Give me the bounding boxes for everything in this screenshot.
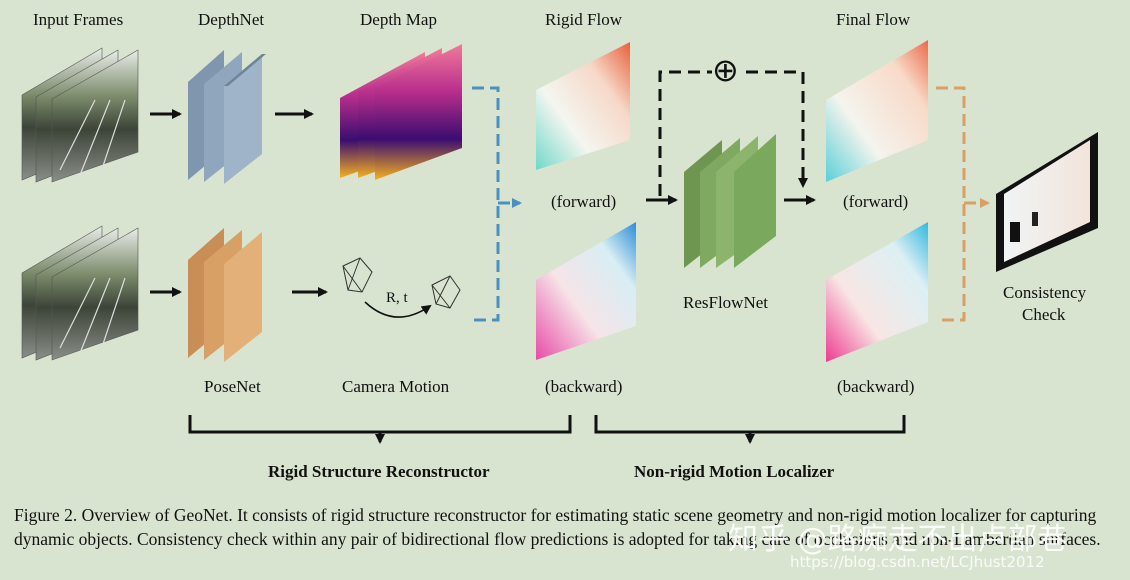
camera-motion-illustration: [342, 257, 461, 318]
label-rigid-forward: (forward): [551, 192, 617, 211]
plus-symbol: ⊕: [712, 51, 739, 89]
resflownet-block: [684, 134, 776, 268]
bracket-rigid-structure: [188, 415, 572, 444]
label-depth-map: Depth Map: [360, 10, 437, 29]
label-rt: R, t: [386, 290, 408, 306]
label-camera-motion: Camera Motion: [342, 377, 450, 396]
posenet-block: [188, 228, 262, 362]
diagram-canvas: [21, 40, 1098, 444]
figure-caption: Figure 2. Overview of GeoNet. It consist…: [14, 505, 1101, 549]
watermark-zhihu: 知乎 @路痴走不出卢部巷: [728, 522, 1068, 557]
label-rigid-structure-reconstructor: Rigid Structure Reconstructor: [268, 462, 490, 481]
label-rigid-flow: Rigid Flow: [545, 10, 622, 29]
label-rigid-backward: (backward): [545, 377, 623, 396]
label-input-frames: Input Frames: [33, 10, 124, 29]
bracket-nonrigid-motion: [594, 415, 906, 444]
label-depthnet: DepthNet: [198, 10, 265, 29]
label-final-flow: Final Flow: [836, 10, 911, 29]
label-nonrigid-motion-localizer: Non-rigid Motion Localizer: [634, 462, 835, 481]
rigid-flow-backward-image: [536, 222, 636, 360]
orange-dashed-connector: [936, 86, 990, 322]
residual-skip-connection: [658, 70, 808, 196]
input-frames-bottom: [21, 225, 139, 361]
label-resflownet: ResFlowNet: [683, 293, 768, 312]
label-final-backward: (backward): [837, 377, 915, 396]
final-flow-backward-image: [826, 222, 928, 362]
consistency-check-image: [996, 132, 1098, 272]
watermark-url: https://blog.csdn.net/LCJhust2012: [790, 553, 1045, 571]
label-final-forward: (forward): [843, 192, 909, 211]
depthnet-block: [188, 50, 266, 184]
rigid-flow-forward-image: [536, 42, 630, 170]
label-check: Check: [1022, 305, 1066, 324]
label-posenet: PoseNet: [204, 377, 261, 396]
final-flow-forward-image: [826, 40, 928, 182]
input-frames-top: [21, 47, 139, 183]
depth-map-stack: [340, 44, 462, 180]
label-consistency: Consistency: [1003, 283, 1087, 302]
blue-dashed-connector: [472, 86, 522, 322]
